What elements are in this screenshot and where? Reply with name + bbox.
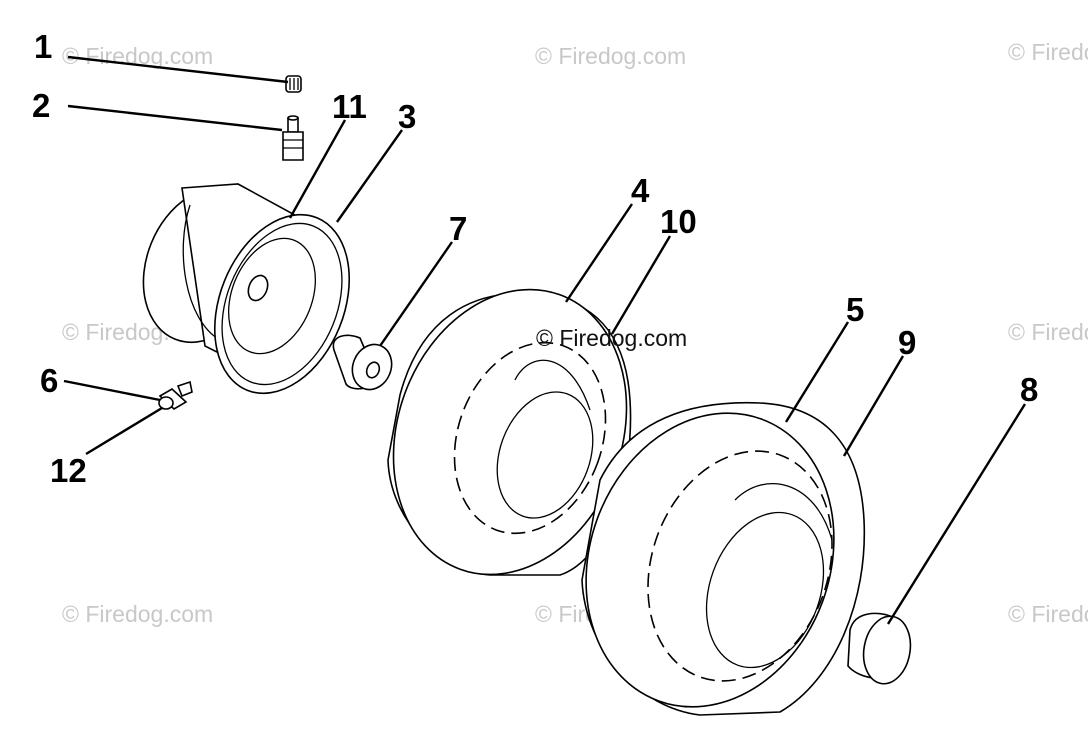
front-tire-part (387, 288, 632, 576)
callout-4: 4 (631, 172, 650, 209)
watermark-5: © Firedog.com (1008, 319, 1088, 345)
watermark-8: © Firedog.com (1008, 601, 1088, 627)
callout-6: 6 (40, 362, 58, 399)
callout-12: 12 (50, 452, 87, 489)
watermark-center: © Firedog.com (536, 325, 687, 351)
callout-8: 8 (1020, 371, 1038, 408)
callout-7: 7 (449, 210, 467, 247)
leader-lines (63, 55, 1027, 625)
valve-cap-part (285, 75, 302, 93)
callout-1: 1 (34, 28, 52, 65)
rear-tire-part (581, 401, 866, 716)
grease-fitting-part (158, 380, 193, 410)
callout-5: 5 (846, 291, 864, 328)
callout-11: 11 (332, 88, 367, 125)
watermark-6: © Firedog.com (62, 601, 213, 627)
callout-9: 9 (898, 324, 916, 361)
callout-10: 10 (660, 203, 697, 240)
wheel-rim-part (142, 183, 351, 395)
callout-2: 2 (32, 87, 50, 124)
valve-stem-part (282, 115, 304, 161)
hub-cap-part (847, 612, 912, 685)
bushing-part (332, 334, 393, 391)
watermark-3: © Firedog.com (1008, 39, 1088, 65)
callout-3: 3 (398, 98, 416, 135)
callouts: 1 2 11 3 4 10 7 5 9 8 6 12 (32, 28, 1038, 489)
watermark-2: © Firedog.com (535, 43, 686, 69)
